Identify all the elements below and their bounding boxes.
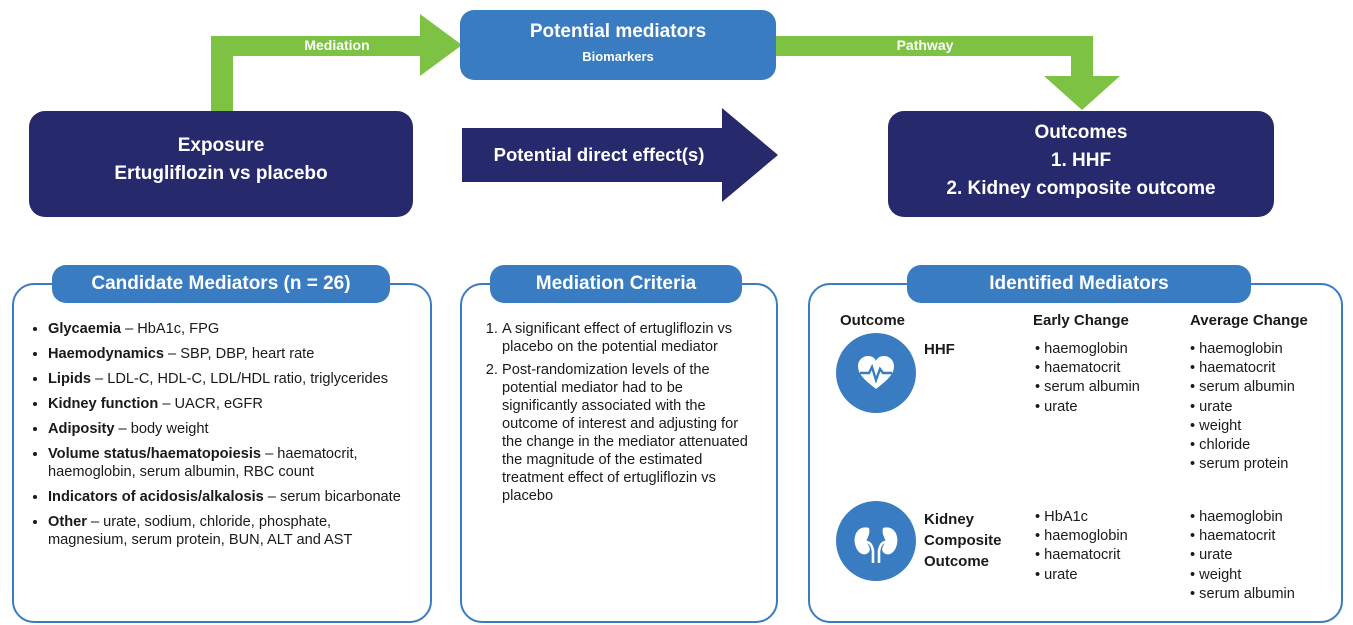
criterion-item: Post-randomization levels of the potenti… [502,361,762,505]
row-hhf-average-list: haemoglobinhaematocritserum albuminurate… [1190,340,1295,474]
row-hhf-early-list: haemoglobinhaematocritserum albuminurate [1035,340,1140,417]
candidate-mediator-item: Indicators of acidosis/alkalosis – serum… [48,488,410,506]
candidate-mediator-category: Other [48,514,87,530]
exposure-subtitle: Ertugliflozin vs placebo [114,163,328,184]
mediator-item: weight [1190,566,1295,585]
exposure-box: Exposure Ertugliflozin vs placebo [29,111,413,217]
candidate-mediator-item: Kidney function – UACR, eGFR [48,395,410,413]
mediator-item: serum protein [1190,455,1295,474]
potential-mediators-subtitle: Biomarkers [582,49,654,64]
candidate-mediator-item: Haemodynamics – SBP, DBP, heart rate [48,345,410,363]
row-kidney-average-list: haemoglobinhaematocriturateweightserum a… [1190,508,1295,604]
candidate-mediator-item: Adiposity – body weight [48,420,410,438]
col-average-header: Average Change [1190,312,1308,329]
mediator-item: urate [1190,398,1295,417]
candidate-mediator-values: – LDL-C, HDL-C, LDL/HDL ratio, triglycer… [90,371,389,387]
mediator-item: haemoglobin [1035,527,1128,546]
mediator-item: serum albumin [1190,585,1295,604]
candidate-mediator-values: – serum bicarbonate [263,489,401,505]
pathway-label: Pathway [896,37,954,53]
mediator-item: serum albumin [1035,378,1140,397]
mediation-label: Mediation [304,37,370,53]
candidate-mediator-category: Lipids [48,371,91,387]
heart-pulse-icon [836,333,916,413]
candidate-mediator-values: – SBP, DBP, heart rate [164,346,315,362]
kidneys-icon [836,501,916,581]
pathway-arrow [775,36,1120,110]
mediation-arrow [211,14,462,118]
candidate-mediator-category: Adiposity [48,421,115,437]
direct-effect-label: Potential direct effect(s) [493,144,705,165]
outcomes-title: Outcomes [1034,122,1128,143]
mediator-item: haematocrit [1190,359,1295,378]
row-kidney-early-list: HbA1chaemoglobinhaematocriturate [1035,508,1128,585]
candidate-mediator-item: Lipids – LDL-C, HDL-C, LDL/HDL ratio, tr… [48,370,410,388]
mediator-item: haematocrit [1035,546,1128,565]
candidate-mediator-category: Indicators of acidosis/alkalosis [48,489,264,505]
outcome-2: 2. Kidney composite outcome [946,178,1216,199]
mediator-item: haemoglobin [1190,508,1295,527]
potential-mediators-box: Potential mediators Biomarkers [460,10,776,80]
mediation-criteria-list: A significant effect of ertugliflozin vs… [480,320,762,510]
outcomes-box: Outcomes 1. HHF 2. Kidney composite outc… [888,111,1274,217]
mediator-item: HbA1c [1035,508,1128,527]
row-hhf-outcome: HHF [924,341,955,358]
candidate-mediator-values: – haematocrit, haemoglobin, serum albumi… [48,446,358,480]
candidate-mediator-values: – body weight [114,421,209,437]
potential-mediators-title: Potential mediators [529,21,707,42]
candidate-mediator-item: Volume status/haematopoiesis – haematocr… [48,445,410,481]
mediator-item: haemoglobin [1035,340,1140,359]
mediator-item: urate [1035,566,1128,585]
candidate-mediator-item: Glycaemia – HbA1c, FPG [48,320,410,338]
exposure-title: Exposure [177,135,265,156]
mediator-item: haematocrit [1190,527,1295,546]
mediator-item: serum albumin [1190,378,1295,397]
candidate-mediator-values: – urate, sodium, chloride, phosphate, ma… [48,514,353,548]
candidate-mediator-values: – UACR, eGFR [158,396,263,412]
candidate-mediator-category: Kidney function [48,396,159,412]
flow-arrows [211,14,1120,202]
mediator-item: urate [1035,398,1140,417]
candidate-mediators-title: Candidate Mediators (n = 26) [52,265,390,303]
mediator-item: urate [1190,546,1295,565]
col-outcome-header: Outcome [840,312,906,329]
candidate-mediator-category: Haemodynamics [48,346,164,362]
candidate-mediator-item: Other – urate, sodium, chloride, phospha… [48,513,410,549]
criterion-item: A significant effect of ertugliflozin vs… [502,320,762,356]
mediator-item: haemoglobin [1190,340,1295,359]
candidate-mediator-category: Glycaemia [48,321,122,337]
mediator-item: chloride [1190,436,1295,455]
mediator-item: haematocrit [1035,359,1140,378]
candidate-mediator-values: – HbA1c, FPG [121,321,220,337]
row-kidney-outcome: Kidney Composite Outcome [924,511,1002,570]
candidate-mediators-list: Glycaemia – HbA1c, FPG Haemodynamics – SB… [30,320,410,556]
identified-mediators-title: Identified Mediators [907,265,1251,303]
direct-effect-arrow [462,108,778,202]
col-early-header: Early Change [1033,312,1129,329]
mediation-criteria-title: Mediation Criteria [490,265,742,303]
candidate-mediators-panel [12,283,432,623]
mediator-item: weight [1190,417,1295,436]
outcome-1: 1. HHF [1050,150,1112,171]
candidate-mediator-category: Volume status/haematopoiesis [48,446,262,462]
